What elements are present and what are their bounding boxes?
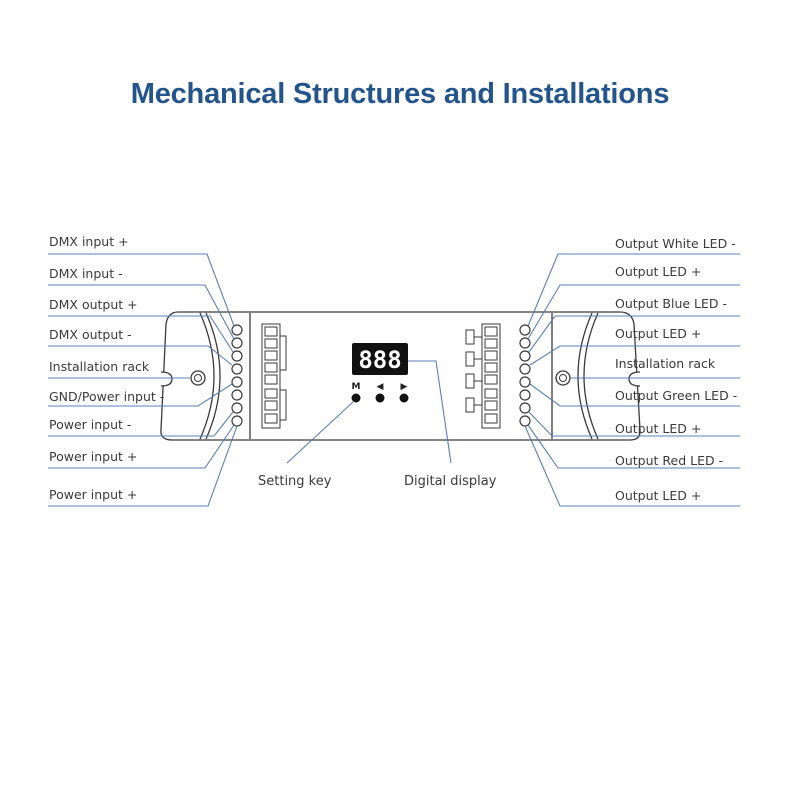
label-dmx-output-plus: DMX output + bbox=[49, 297, 138, 312]
right-terminal-block bbox=[465, 323, 501, 429]
digital-display: 888 bbox=[352, 343, 408, 375]
installation-rack-left bbox=[190, 370, 206, 386]
mode-key-label: M bbox=[352, 382, 361, 392]
leader-lines bbox=[48, 253, 740, 507]
label-power-input-plus-1: Power input + bbox=[49, 449, 137, 464]
label-dmx-input-minus: DMX input - bbox=[49, 266, 123, 281]
label-power-input-minus: Power input - bbox=[49, 417, 131, 432]
label-power-input-plus-2: Power input + bbox=[49, 487, 137, 502]
label-output-led-plus-3: Output LED + bbox=[615, 421, 701, 436]
label-output-led-plus-2: Output LED + bbox=[615, 326, 701, 341]
setting-key-caption: Setting key bbox=[258, 474, 332, 489]
label-dmx-input-plus: DMX input + bbox=[49, 234, 129, 249]
label-output-led-plus-1: Output LED + bbox=[615, 264, 701, 279]
device-body bbox=[160, 311, 641, 441]
left-terminal-block bbox=[261, 323, 287, 429]
label-output-green-led-minus: Output Green LED - bbox=[615, 388, 737, 403]
display-digits: 888 bbox=[358, 346, 401, 374]
left-terminal-screws bbox=[231, 324, 243, 427]
left-labels: DMX input + DMX input - DMX output + DMX… bbox=[49, 234, 164, 502]
right-key-label: ▶ bbox=[401, 382, 408, 392]
installation-rack-right bbox=[555, 370, 571, 386]
label-installation-rack-right: Installation rack bbox=[615, 356, 716, 371]
right-labels: Output White LED - Output LED + Output B… bbox=[615, 236, 737, 503]
mode-key[interactable] bbox=[351, 393, 361, 403]
label-output-led-plus-4: Output LED + bbox=[615, 488, 701, 503]
label-output-red-led-minus: Output Red LED - bbox=[615, 453, 723, 468]
label-output-blue-led-minus: Output Blue LED - bbox=[615, 296, 727, 311]
right-key[interactable] bbox=[399, 393, 409, 403]
label-dmx-output-minus: DMX output - bbox=[49, 327, 132, 342]
page-title: Mechanical Structures and Installations bbox=[130, 78, 670, 110]
digital-display-caption: Digital display bbox=[404, 474, 497, 489]
label-gnd-power-input-minus: GND/Power input - bbox=[49, 389, 164, 404]
right-terminal-screws bbox=[519, 324, 531, 427]
label-installation-rack-left: Installation rack bbox=[49, 359, 150, 374]
label-output-white-led-minus: Output White LED - bbox=[615, 236, 736, 251]
left-key[interactable] bbox=[375, 393, 385, 403]
left-key-label: ◀ bbox=[377, 382, 384, 392]
setting-keys: M ◀ ▶ bbox=[351, 382, 409, 403]
